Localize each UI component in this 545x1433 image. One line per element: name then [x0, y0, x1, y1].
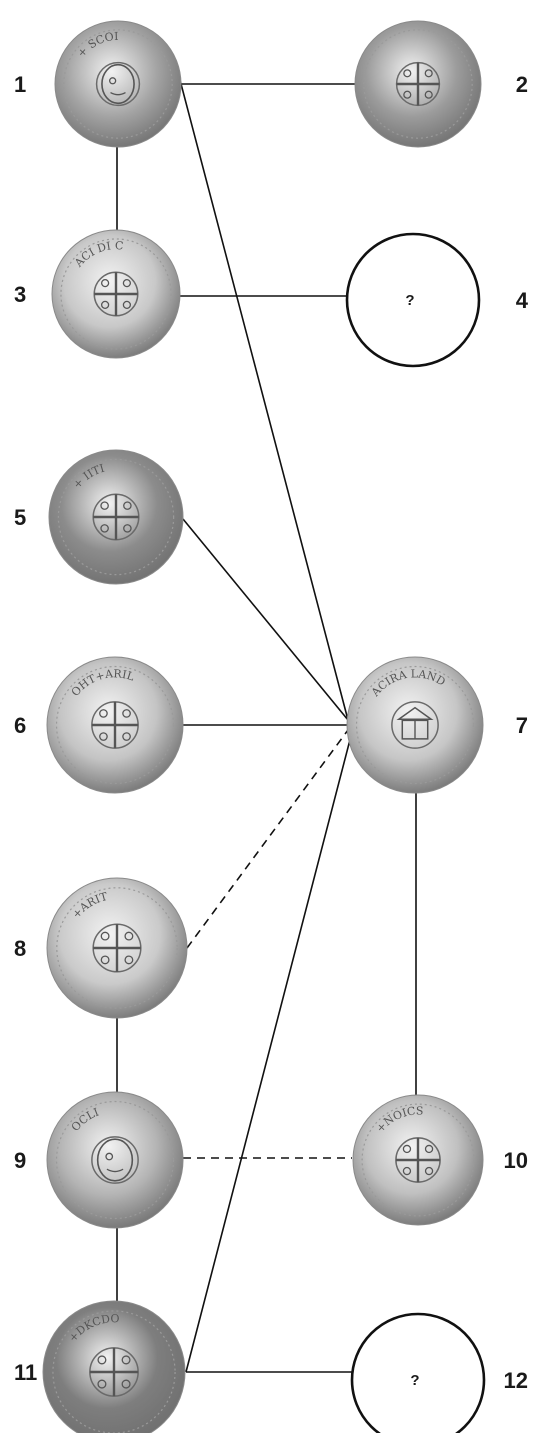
- coin-10: +NOICS: [353, 1095, 483, 1225]
- coin-number-12: 12: [504, 1368, 528, 1393]
- coin-3: ACI DI C: [52, 230, 180, 358]
- coin-number-2: 2: [516, 72, 528, 97]
- coin-number-10: 10: [504, 1148, 528, 1173]
- unknown-mark: ?: [405, 292, 414, 309]
- coins-layer: + SCOI ACI DI C? + IITI OHT+ARIL ACIRA LAND +…: [0, 0, 484, 1433]
- missing-coin-4: ?: [347, 234, 479, 366]
- coin-number-5: 5: [14, 505, 26, 530]
- coin-11: +DKCDO: [43, 1301, 185, 1433]
- coin-6: OHT+ARIL: [47, 657, 183, 793]
- coin-number-11: 11: [14, 1360, 37, 1385]
- coin-number-7: 7: [516, 713, 528, 738]
- coin-5: + IITI: [49, 450, 183, 584]
- link-1-7: [180, 80, 348, 720]
- coin-disc: [47, 1092, 183, 1228]
- coin-1: + SCOI: [55, 21, 181, 147]
- coin-8: +ARIT: [47, 878, 187, 1018]
- coin-number-6: 6: [14, 713, 26, 738]
- coin-9: OCLI: [47, 1092, 183, 1228]
- coin-number-3: 3: [14, 282, 26, 307]
- coin-number-9: 9: [14, 1148, 26, 1173]
- link-11-7: [186, 732, 352, 1372]
- coin-7: ACIRA LAND: [347, 657, 483, 793]
- unknown-mark: ?: [410, 1372, 419, 1389]
- coin-number-1: 1: [14, 72, 26, 97]
- missing-coin-12: ?: [352, 1314, 484, 1433]
- link-5-7: [183, 519, 348, 720]
- coin-number-4: 4: [516, 288, 529, 313]
- coin-number-8: 8: [14, 936, 26, 961]
